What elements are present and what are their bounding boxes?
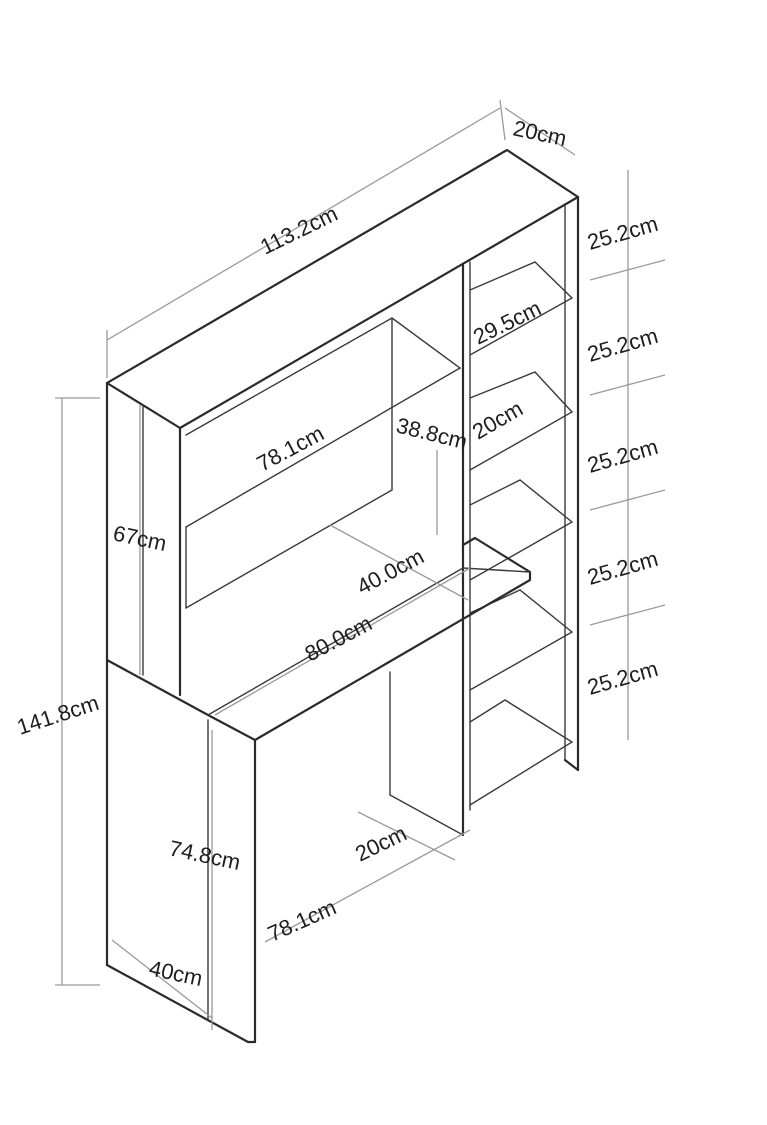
hutch-shelf-width-label: 78.1cm — [253, 420, 328, 476]
under-desk-width-label: 78.1cm — [264, 894, 340, 946]
hutch-shelf-height-label: 38.8cm — [394, 413, 470, 455]
hutch-shelf — [185, 317, 462, 528]
overall-width-label: 113.2cm — [256, 201, 341, 260]
shelf-height-label-2: 25.2cm — [584, 323, 660, 367]
inner-panel-depth-label: 20cm — [351, 820, 410, 866]
shelf-height-label-5: 25.2cm — [584, 656, 660, 700]
shelf-height-label-4: 25.2cm — [584, 546, 660, 590]
shelf-width-label: 29.5cm — [469, 295, 545, 349]
hutch-height-label: 67cm — [111, 520, 169, 556]
shelf-depth-label: 20cm — [468, 396, 527, 445]
hutch-top-panel — [105, 148, 580, 430]
dimension-lines — [55, 99, 666, 1030]
desk-hutch-drawing — [105, 148, 580, 1044]
desk-width-label: 80.0cm — [301, 610, 376, 666]
overall-depth-label: 20cm — [511, 115, 569, 151]
overall-height-label: 141.8cm — [14, 690, 102, 740]
shelf-height-label-1: 25.2cm — [584, 211, 660, 255]
desk-leg-bottom — [105, 963, 257, 1044]
desk-leg-height-label: 74.8cm — [167, 835, 243, 874]
leg-depth-label: 40cm — [147, 955, 205, 991]
shelf-height-label-3: 25.2cm — [584, 434, 660, 478]
desk-depth-label: 40.0cm — [353, 543, 428, 599]
